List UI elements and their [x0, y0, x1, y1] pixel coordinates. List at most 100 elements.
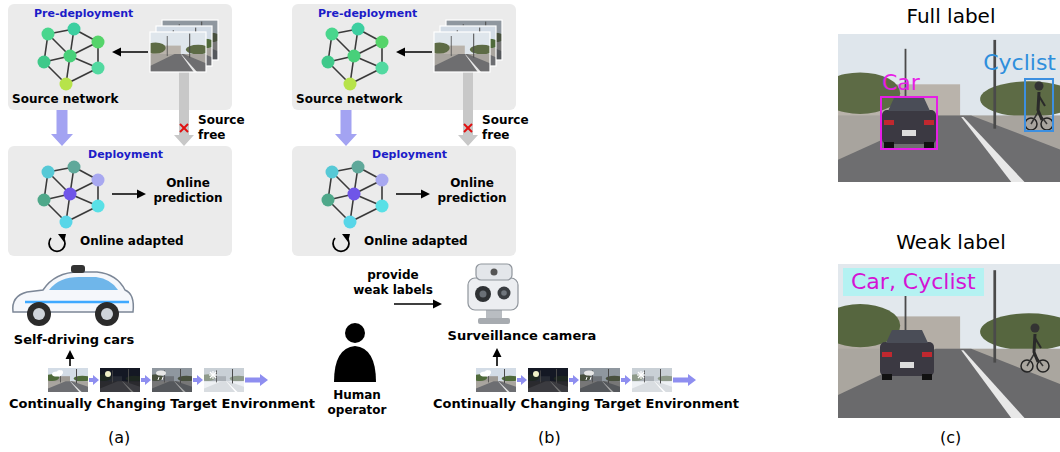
weak-label-example: Weak labelCar, Cyclist [838, 230, 1060, 420]
drawing-part [1039, 96, 1045, 106]
drawing-part [71, 265, 85, 273]
drawing-part [629, 368, 675, 392]
drawing-part [150, 32, 206, 72]
drawing-part [476, 381, 516, 392]
drawing-part [884, 142, 894, 148]
network-label: Source network [12, 92, 118, 107]
drawing-part [42, 28, 55, 41]
drawing-part [348, 50, 361, 63]
edge-label: Source free [482, 113, 538, 143]
drawing-part [980, 81, 1060, 117]
edge-label: Source free [198, 113, 254, 143]
drawing-part [504, 369, 505, 383]
drawing-part [632, 381, 672, 392]
drawing-part [166, 36, 168, 56]
drawing-part [174, 110, 194, 146]
car-icon [7, 262, 137, 330]
drawing-part [92, 200, 105, 213]
deployment-box: DeploymentOnline predictionOnline adapte… [8, 146, 232, 256]
operator-caption: Human operator [320, 388, 394, 418]
drawing-part [882, 352, 892, 357]
drawing-part [334, 346, 376, 382]
drawing-part [608, 369, 609, 383]
drawing-part [245, 374, 268, 386]
full-label-example: Full labelCarCyclist [838, 4, 1060, 182]
drawing-part [394, 300, 442, 309]
connector-arrow [458, 110, 478, 146]
environment-strip: Continually Changing Target Environment [0, 366, 324, 416]
drawing-part [478, 318, 510, 324]
drawing-part [49, 277, 118, 290]
drawing-part [92, 174, 105, 187]
section-heading: Deployment [88, 148, 163, 161]
drawing-part [179, 72, 189, 110]
deployment-box: DeploymentOnline predictionOnline adapte… [292, 146, 516, 256]
drawing-part [51, 110, 73, 146]
drawing-part [100, 381, 140, 392]
drawing-part [33, 308, 45, 320]
drawing-part [226, 381, 237, 392]
drawing-part [820, 264, 1060, 418]
drawing-part [673, 374, 696, 386]
car-box: Car [880, 70, 940, 152]
drawing-part [430, 42, 450, 53]
drawing-part [352, 161, 365, 174]
drawing-part [146, 20, 223, 72]
drawing-part [485, 370, 491, 375]
drawing-part [580, 381, 620, 392]
drawing-part [112, 190, 146, 199]
section-heading: Pre-deployment [318, 7, 417, 20]
bounding-box [880, 96, 938, 150]
drawing-part [924, 120, 934, 125]
drawing-part [533, 371, 539, 377]
drawing-part [501, 290, 507, 296]
weak-label-tag: Car, Cyclist [843, 268, 984, 296]
drawing-part [540, 370, 542, 382]
drawing-part [902, 130, 916, 136]
drawing-part [528, 381, 568, 392]
drawing-part [376, 174, 389, 187]
drawing-part [621, 375, 631, 385]
drawing-part [434, 54, 490, 72]
drawing-part [577, 368, 623, 392]
panel-heading: Weak label [838, 230, 1060, 254]
drawing-part [149, 368, 195, 392]
environment-caption: Continually Changing Target Environment [0, 396, 324, 412]
drawing-part [97, 368, 143, 392]
source-free-cross [180, 124, 188, 132]
connector-arrow [493, 348, 502, 366]
online-prediction-output: Online prediction [148, 174, 230, 208]
drawing-part [122, 381, 133, 392]
drawing-part [922, 374, 932, 380]
drawing-part [66, 350, 75, 366]
drawing-part [112, 48, 148, 57]
drawing-part [193, 375, 203, 385]
drawing-part [430, 32, 495, 72]
drawing-part [326, 166, 339, 179]
drawing-part [480, 291, 487, 298]
drawing-part [38, 161, 105, 229]
drawing-part [376, 200, 389, 213]
drawing-part [92, 36, 105, 49]
drawing-part [584, 370, 594, 375]
drawing-part [162, 377, 163, 380]
drawing-part [49, 234, 66, 251]
connector-arrow [335, 110, 357, 146]
drawing-part [64, 188, 77, 201]
environment-frames [476, 368, 698, 394]
drawing-part [638, 372, 644, 378]
drawing-part [150, 54, 206, 72]
drawing-part [141, 375, 151, 385]
drawing-part [884, 120, 894, 125]
drawing-part [27, 302, 51, 326]
drawing-part [322, 161, 389, 229]
drawing-part [491, 269, 498, 276]
network-label: Online adapted [364, 234, 468, 249]
drawing-part [348, 188, 361, 201]
drawing-part [322, 56, 335, 69]
environment-caption: Continually Changing Target Environment [424, 396, 748, 412]
self-driving-car: Self-driving cars [2, 262, 146, 350]
drawing-part [654, 381, 665, 392]
output-label: Online prediction [148, 176, 228, 206]
drawing-part [152, 381, 192, 392]
